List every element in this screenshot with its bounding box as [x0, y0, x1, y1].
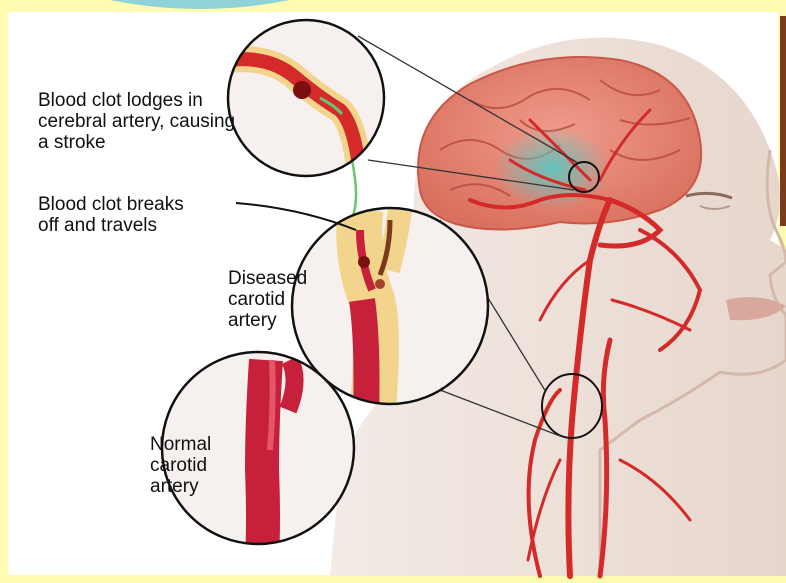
label-clot-lodges: Blood clot lodges in cerebral artery, ca…: [38, 90, 235, 153]
label-normal-carotid: Normal carotid artery: [150, 434, 211, 497]
cerebral-artery-inset: [228, 20, 384, 176]
edge-strip: [780, 16, 786, 226]
label-clot-breaks: Blood clot breaks off and travels: [38, 194, 184, 236]
label-diseased-carotid: Diseased carotid artery: [228, 268, 307, 331]
lodged-clot: [293, 81, 311, 99]
